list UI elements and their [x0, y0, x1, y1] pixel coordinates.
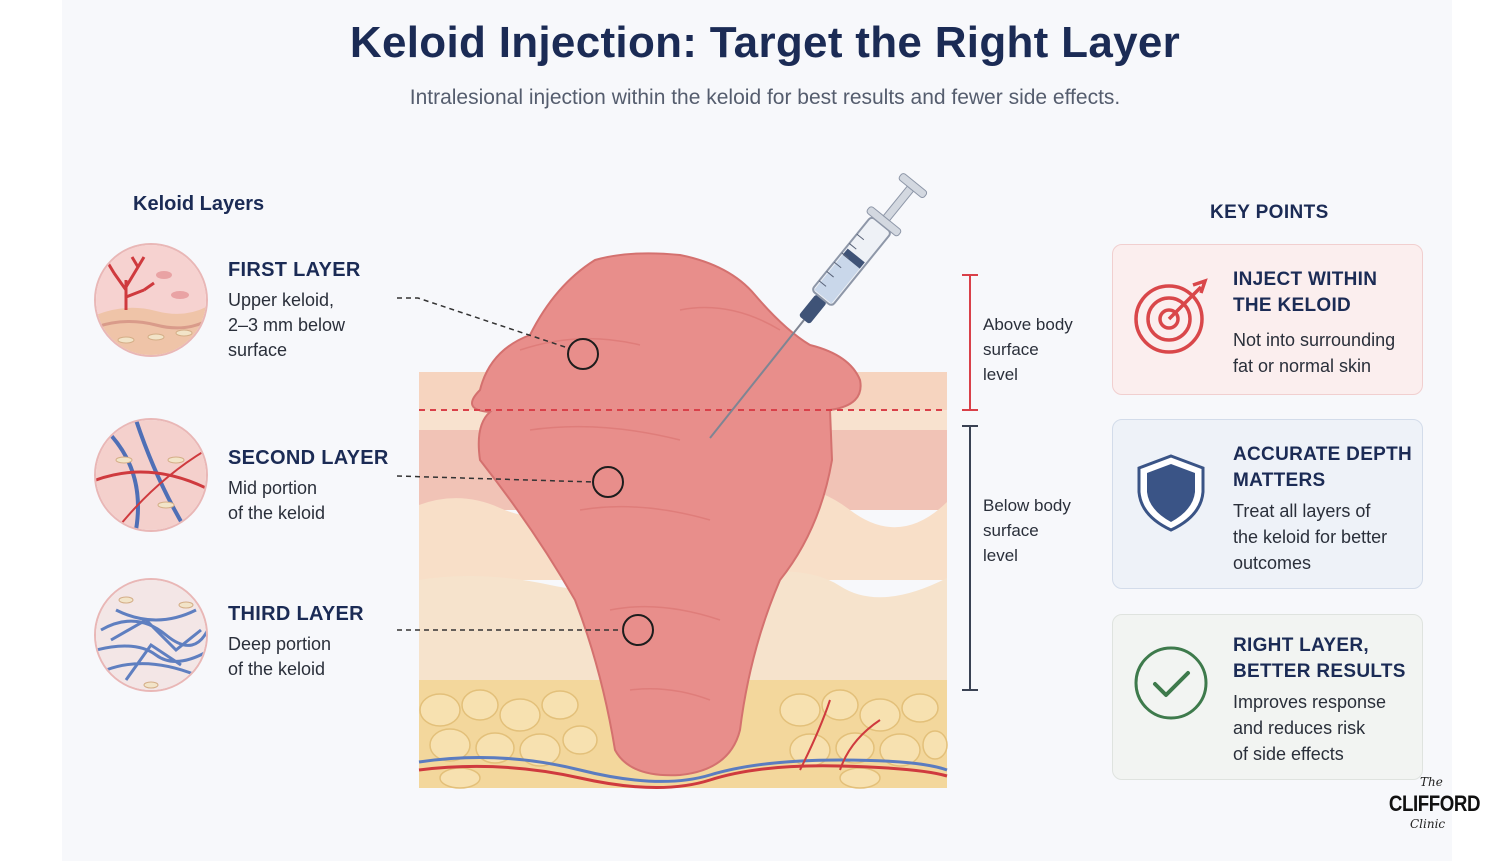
second-layer-description: Mid portion of the keloid [228, 478, 326, 523]
shield-icon [1137, 454, 1205, 532]
key-point-card-inject: INJECT WITHIN THE KELOID Not into surrou… [1112, 244, 1423, 395]
third-layer-title: THIRD LAYER [228, 603, 364, 625]
second-layer-marker [592, 466, 624, 498]
clifford-clinic-logo: The CLIFFORD Clinic [1388, 775, 1481, 831]
first-layer-marker [567, 338, 599, 370]
first-layer-tissue-icon [94, 243, 208, 357]
page-subtitle: Intralesional injection within the keloi… [409, 86, 1121, 109]
third-layer-description: Deep portion of the keloid [228, 634, 332, 679]
key-points-heading: KEY POINTS [1210, 202, 1329, 223]
card-depth-title: ACCURATE DEPTH MATTERS [1233, 444, 1413, 491]
first-layer-title: FIRST LAYER [228, 259, 361, 281]
card-results-description: Improves response and reduces risk of si… [1233, 692, 1387, 764]
target-icon [1134, 278, 1208, 354]
keloid-mass [471, 252, 862, 777]
key-point-card-results: RIGHT LAYER, BETTER RESULTS Improves res… [1112, 614, 1423, 780]
above-surface-label: Above body surface level [983, 315, 1073, 384]
syringe-icon [709, 173, 928, 439]
checkmark-icon [1134, 646, 1208, 720]
keloid-cross-section-diagram [396, 173, 978, 789]
keloid-layers-heading: Keloid Layers [133, 193, 265, 215]
card-results-title: RIGHT LAYER, BETTER RESULTS [1233, 635, 1406, 682]
first-layer-description: Upper keloid, 2–3 mm below surface [228, 290, 346, 360]
second-layer-title: SECOND LAYER [228, 447, 389, 469]
card-inject-description: Not into surrounding fat or normal skin [1233, 330, 1396, 376]
page-title: Keloid Injection: Target the Right Layer [349, 18, 1181, 67]
third-layer-tissue-icon [94, 578, 208, 692]
below-surface-label: Below body surface level [983, 496, 1071, 565]
card-inject-title: INJECT WITHIN THE KELOID [1233, 269, 1378, 316]
second-layer-tissue-icon [94, 418, 208, 532]
card-depth-description: Treat all layers of the keloid for bette… [1233, 501, 1388, 573]
key-point-card-depth: ACCURATE DEPTH MATTERS Treat all layers … [1112, 419, 1423, 589]
